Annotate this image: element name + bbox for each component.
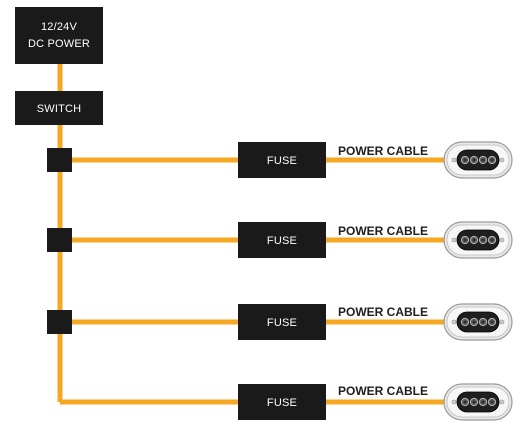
led-center (490, 400, 494, 404)
led-center (463, 400, 467, 404)
screw-hole (451, 399, 457, 405)
led-center (481, 158, 485, 162)
led-center (472, 320, 476, 324)
screw-hole (451, 237, 457, 243)
screw-hole (499, 399, 505, 405)
junction-block-2 (47, 228, 72, 252)
power-source-line-1: 12/24V (41, 21, 78, 33)
branch-3: FUSE POWER CABLE (238, 303, 513, 341)
fuse-label-2: FUSE (267, 235, 297, 247)
fuse-4 (238, 384, 326, 420)
screw-hole (499, 237, 505, 243)
underwater-light-icon-2 (443, 221, 513, 259)
power-cable-label-3: POWER CABLE (338, 305, 428, 319)
fuse-label-3: FUSE (267, 317, 297, 329)
led-center (490, 320, 494, 324)
led-center (481, 238, 485, 242)
branch-2: FUSE POWER CABLE (238, 221, 513, 259)
led-center (463, 238, 467, 242)
branch-1: FUSE POWER CABLE (238, 141, 513, 179)
screw-hole (499, 157, 505, 163)
underwater-light-icon-3 (443, 303, 513, 341)
led-center (481, 400, 485, 404)
underwater-light-icon-4 (443, 383, 513, 421)
branch-4: FUSE POWER CABLE (238, 383, 513, 421)
junction-block-3 (47, 310, 72, 334)
switch-label: SWITCH (37, 103, 82, 115)
screw-hole (451, 319, 457, 325)
fuse-2 (238, 222, 326, 258)
power-cable-label-1: POWER CABLE (338, 144, 428, 158)
led-center (472, 238, 476, 242)
screw-hole (499, 319, 505, 325)
led-center (463, 320, 467, 324)
power-source: 12/24V DC POWER (15, 7, 103, 64)
led-center (481, 320, 485, 324)
led-center (472, 400, 476, 404)
screw-hole (451, 157, 457, 163)
switch: SWITCH (15, 91, 103, 125)
led-center (472, 158, 476, 162)
fuse-1 (238, 142, 326, 178)
led-center (463, 158, 467, 162)
fuse-label-4: FUSE (267, 397, 297, 409)
fuse-label-1: FUSE (267, 155, 297, 167)
power-source-line-2: DC POWER (28, 38, 90, 50)
junction-block-1 (47, 148, 72, 172)
power-cable-label-4: POWER CABLE (338, 384, 428, 398)
led-center (490, 238, 494, 242)
underwater-light-icon-1 (443, 141, 513, 179)
fuse-3 (238, 304, 326, 340)
power-cable-label-2: POWER CABLE (338, 224, 428, 238)
led-center (490, 158, 494, 162)
